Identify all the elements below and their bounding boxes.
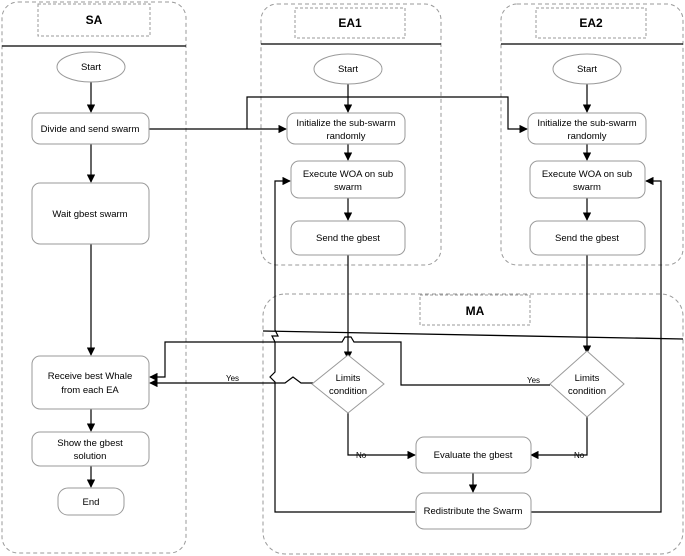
- svg-text:condition: condition: [568, 386, 606, 397]
- lane-ea2-title: EA2: [579, 16, 603, 30]
- node-ea2-execute: Execute WOA on sub swarm: [529, 160, 646, 199]
- svg-text:Start: Start: [81, 62, 101, 73]
- lane-ma-title: MA: [466, 304, 485, 318]
- arrow-redistribute-to-ea2-execute: [531, 176, 662, 513]
- svg-text:swarm: swarm: [573, 182, 601, 193]
- node-ma-redistribute: Redistribute the Swarm: [415, 492, 532, 530]
- svg-text:Send the gbest: Send the gbest: [555, 233, 619, 244]
- node-ea1-execute: Execute WOA on sub swarm: [290, 160, 406, 199]
- node-ma-limits-2: Limits condition: [549, 350, 625, 418]
- svg-text:Receive best Whale: Receive best Whale: [48, 371, 132, 382]
- arrow-limits1-yes: [149, 376, 313, 388]
- lane-sa: SA: [1, 1, 187, 554]
- arrow-divide-to-ea2-init: [246, 96, 528, 134]
- node-ea2-start: Start: [552, 53, 622, 85]
- node-sa-divide: Divide and send swarm: [31, 112, 150, 145]
- svg-text:Start: Start: [577, 64, 597, 75]
- arrow-limits1-no: [347, 409, 416, 460]
- connectors: [86, 82, 662, 513]
- lane-ma: MA: [262, 293, 684, 555]
- svg-text:solution: solution: [74, 451, 107, 462]
- node-ea1-start: Start: [313, 53, 383, 85]
- node-ma-limits-1: Limits condition: [311, 354, 385, 414]
- svg-text:Limits: Limits: [575, 373, 600, 384]
- lane-sa-title: SA: [86, 13, 103, 27]
- svg-text:from each EA: from each EA: [61, 385, 119, 396]
- edge-label-no-1: No: [356, 451, 367, 460]
- svg-text:Evaluate the gbest: Evaluate the gbest: [434, 450, 513, 461]
- edge-label-yes-2: Yes: [527, 376, 540, 385]
- svg-text:Show the gbest: Show the gbest: [57, 438, 123, 449]
- svg-text:randomly: randomly: [567, 131, 606, 142]
- node-ea1-send: Send the gbest: [290, 220, 406, 256]
- svg-text:condition: condition: [329, 386, 367, 397]
- lane-ea2: EA2: [500, 3, 684, 266]
- edge-label-no-2: No: [574, 451, 585, 460]
- svg-text:randomly: randomly: [326, 131, 365, 142]
- arrow-limits2-no: [530, 417, 588, 460]
- svg-text:Initialize the sub-swarm: Initialize the sub-swarm: [296, 118, 395, 129]
- node-ea1-init: Initialize the sub-swarm randomly: [286, 112, 406, 145]
- svg-text:Execute WOA on sub: Execute WOA on sub: [542, 169, 632, 180]
- svg-text:Wait gbest swarm: Wait gbest swarm: [52, 209, 127, 220]
- node-ea2-send: Send the gbest: [529, 220, 646, 256]
- node-sa-receive: Receive best Whale from each EA: [31, 355, 150, 410]
- svg-text:Send the gbest: Send the gbest: [316, 233, 380, 244]
- svg-text:Start: Start: [338, 64, 358, 75]
- svg-text:Redistribute the Swarm: Redistribute the Swarm: [424, 506, 523, 517]
- node-ma-evaluate: Evaluate the gbest: [415, 436, 532, 474]
- edge-label-yes-1: Yes: [226, 374, 239, 383]
- svg-text:swarm: swarm: [334, 182, 362, 193]
- svg-text:Divide and send swarm: Divide and send swarm: [41, 124, 140, 135]
- node-sa-show: Show the gbest solution: [31, 431, 150, 467]
- svg-text:Execute WOA on sub: Execute WOA on sub: [303, 169, 393, 180]
- node-sa-start: Start: [56, 51, 126, 83]
- svg-text:Initialize the sub-swarm: Initialize the sub-swarm: [537, 118, 636, 129]
- lane-ea1: EA1: [260, 3, 442, 266]
- arrow-limits2-yes: [149, 336, 550, 386]
- arrow-redistribute-to-ea1-execute: [269, 176, 415, 513]
- lane-ea1-title: EA1: [338, 16, 362, 30]
- svg-text:End: End: [83, 497, 100, 508]
- node-sa-wait: Wait gbest swarm: [31, 182, 150, 245]
- svg-text:Limits: Limits: [336, 373, 361, 384]
- node-sa-end: End: [57, 487, 125, 516]
- node-ea2-init: Initialize the sub-swarm randomly: [527, 112, 647, 145]
